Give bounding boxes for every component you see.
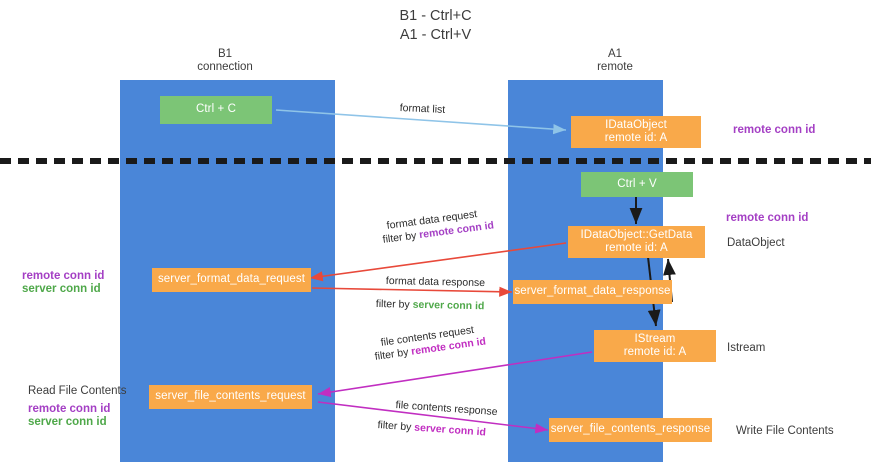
label-left-bot-remote-conn-id: remote conn id: [28, 403, 111, 415]
edge-label-format-data-response: format data response: [385, 275, 486, 290]
label-left-mid-server-conn-id: server conn id: [22, 283, 101, 295]
label-remote-conn-id-mid: remote conn id: [726, 212, 809, 224]
edge-label-file-contents-response: file contents response: [395, 399, 498, 419]
edge-label-file-contents-response-filter: filter by server conn id: [377, 419, 486, 440]
edge-label-format-data-response-filter: filter by server conn id: [376, 298, 485, 313]
page-title: B1 - Ctrl+C A1 - Ctrl+V: [399, 8, 472, 43]
label-left-bot-server-conn-id: server conn id: [28, 416, 107, 428]
node-ctrl-v[interactable]: Ctrl + V: [581, 172, 693, 197]
node-istream-remote[interactable]: IStream remote id: A: [594, 330, 716, 362]
label-remote-conn-id-top: remote conn id: [733, 124, 816, 136]
filter-prefix: filter by: [374, 345, 413, 363]
node-server-file-contents-request[interactable]: server_file_contents_request: [149, 385, 312, 409]
label-dataobject: DataObject: [727, 237, 785, 249]
edge-label-format-list: format list: [399, 102, 446, 116]
node-server-format-data-request[interactable]: server_format_data_request: [152, 268, 311, 292]
node-idataobject-getdata[interactable]: IDataObject::GetData remote id: A: [568, 226, 705, 258]
filter-value: server conn id: [412, 298, 485, 313]
filter-prefix: filter by: [377, 419, 415, 434]
filter-value: server conn id: [413, 421, 487, 439]
node-idataobject-remote[interactable]: IDataObject remote id: A: [571, 116, 701, 148]
column-header-b1: B1 connection: [197, 48, 253, 73]
label-left-mid-remote-conn-id: remote conn id: [22, 270, 105, 282]
label-read-file-contents: Read File Contents: [28, 385, 127, 397]
label-write-file-contents: Write File Contents: [736, 425, 834, 437]
column-header-a1: A1 remote: [597, 48, 633, 73]
node-server-file-contents-response[interactable]: server_file_contents_response: [549, 418, 712, 442]
filter-prefix: filter by: [375, 298, 413, 311]
label-istream: Istream: [727, 342, 766, 354]
node-server-format-data-response[interactable]: server_format_data_response: [513, 280, 672, 304]
node-ctrl-c[interactable]: Ctrl + C: [160, 96, 272, 124]
